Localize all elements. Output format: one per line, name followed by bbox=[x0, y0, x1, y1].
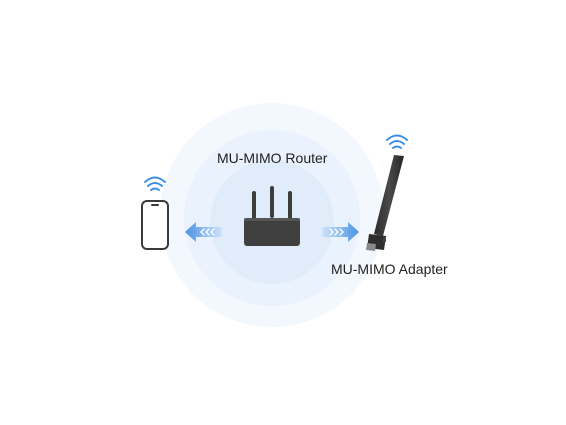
router-label: MU-MIMO Router bbox=[217, 150, 328, 166]
adapter-label: MU-MIMO Adapter bbox=[331, 261, 448, 277]
usb-wifi-adapter-icon bbox=[366, 155, 404, 251]
right-arrow-icon bbox=[322, 222, 359, 242]
left-arrow-icon bbox=[185, 222, 222, 242]
smartphone-icon bbox=[141, 200, 169, 250]
phone-wifi-signal-icon bbox=[144, 176, 166, 191]
adapter-wifi-signal-icon bbox=[386, 134, 408, 149]
router-icon bbox=[244, 186, 300, 246]
